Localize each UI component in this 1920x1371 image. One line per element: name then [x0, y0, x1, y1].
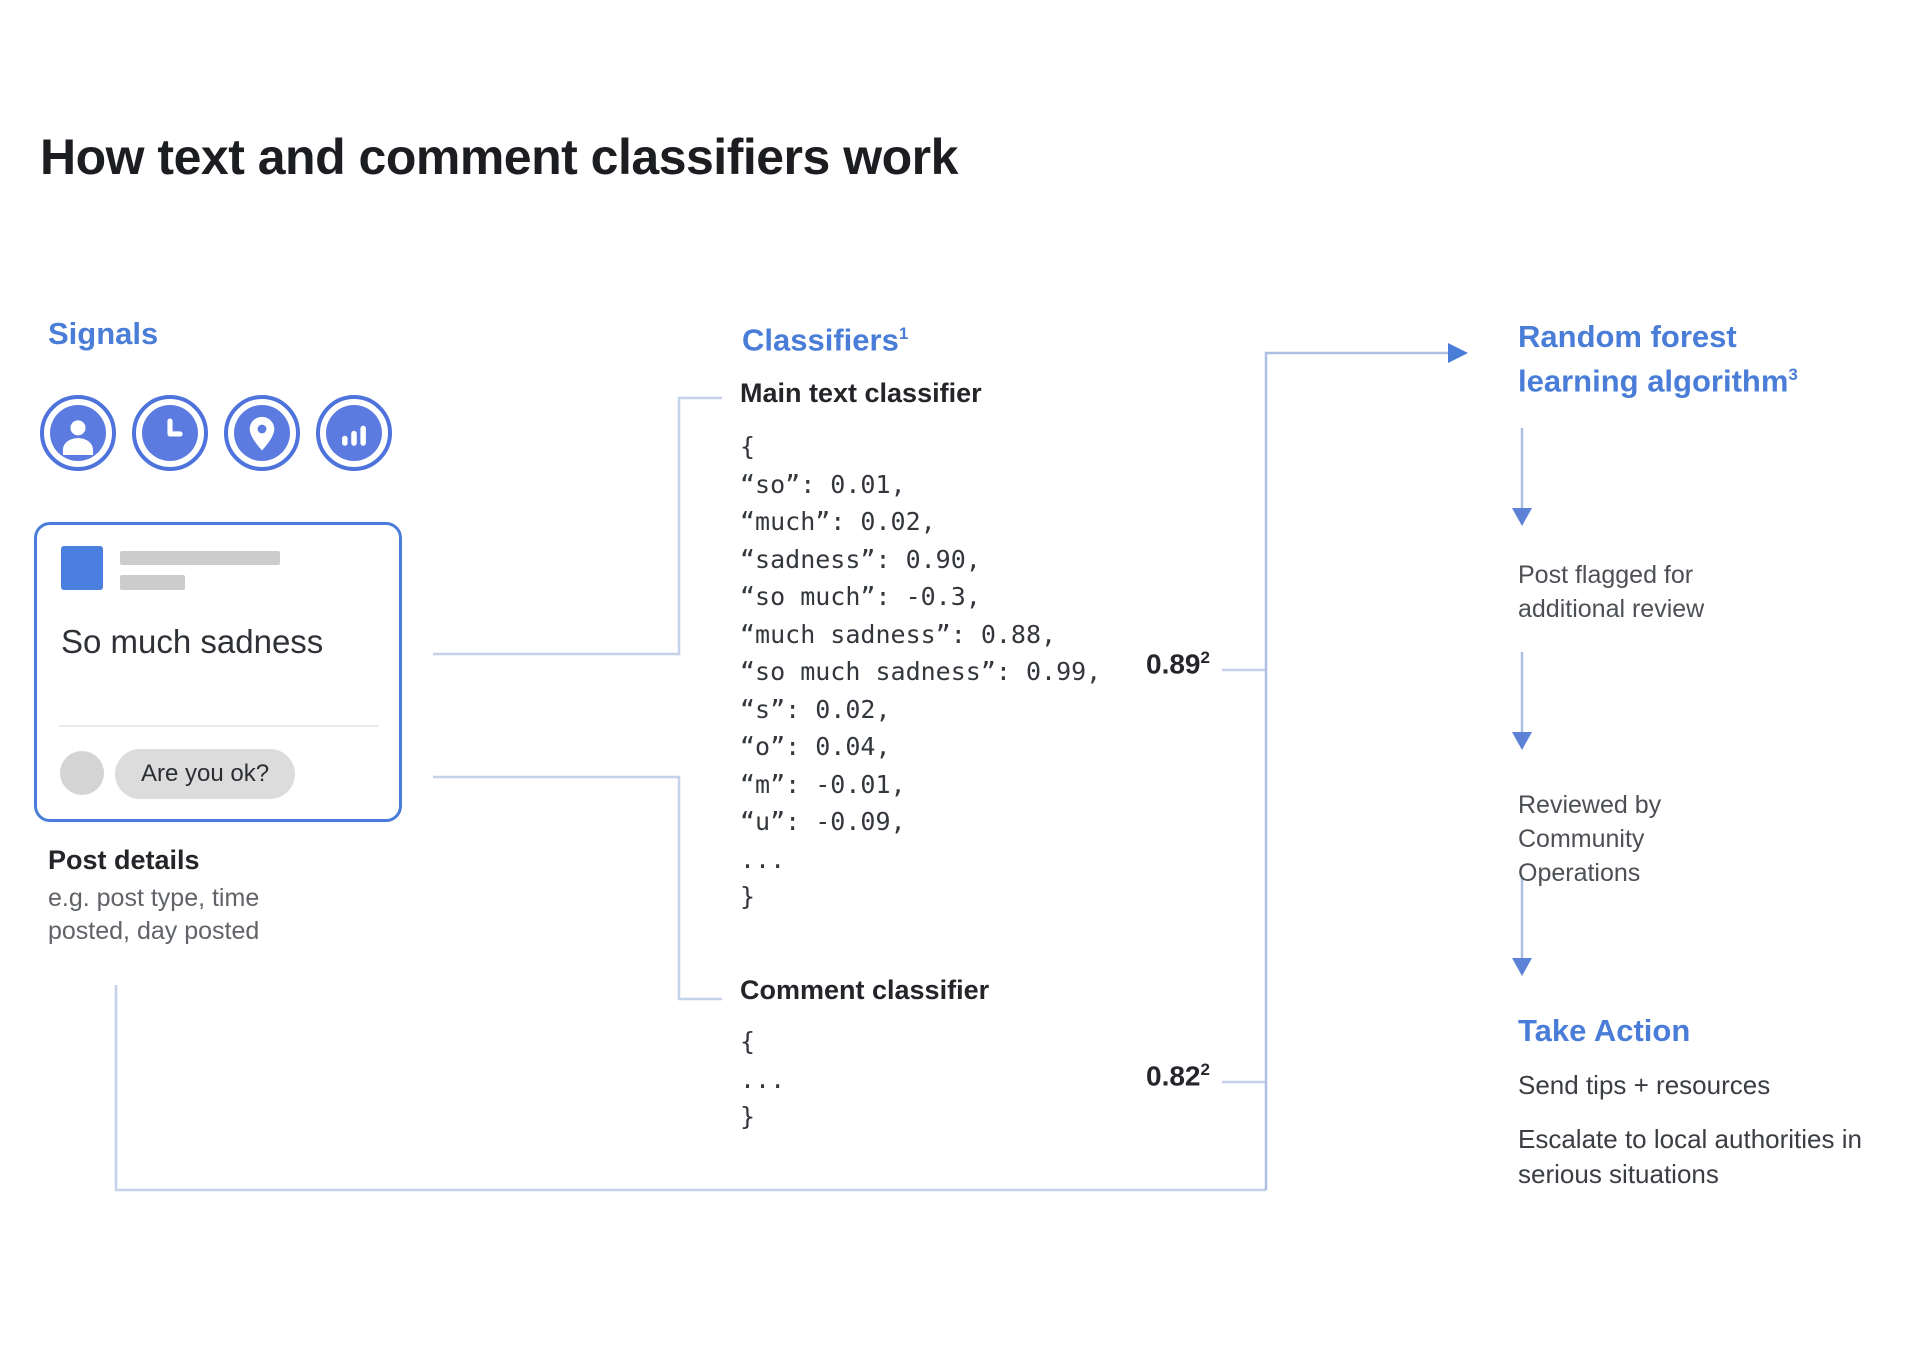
- step-post-flagged: Post flagged for additional review: [1518, 561, 1705, 623]
- random-forest-heading-text: Random forest learning algorithm: [1518, 319, 1789, 399]
- comment-bubble: Are you ok?: [115, 749, 296, 799]
- arrowhead-down-icon: [1512, 732, 1532, 750]
- page-title: How text and comment classifiers work: [40, 129, 958, 185]
- arrowhead-down-icon: [1512, 958, 1532, 976]
- user-icon: [40, 395, 116, 471]
- comment-classifier-code: { ... }: [740, 1027, 786, 1131]
- step-reviewed-by: Reviewed by Community Operations: [1518, 791, 1662, 887]
- main-score-value: 0.89: [1146, 648, 1201, 680]
- comment-classifier-title: Comment classifier: [740, 975, 990, 1005]
- name-placeholder-bar: [120, 551, 280, 565]
- classifiers-heading: Classifiers1: [742, 315, 908, 359]
- meta-placeholder-bar: [120, 575, 185, 590]
- comment-avatar: [60, 751, 104, 795]
- signal-bars-icon: [316, 395, 392, 471]
- connector-post-details: [114, 985, 1266, 1192]
- signals-heading: Signals: [48, 316, 159, 351]
- connector-post-to-main-classifier: [433, 396, 722, 656]
- random-forest-heading: Random forest learning algorithm3: [1518, 318, 1838, 400]
- comment-score-value: 0.82: [1146, 1060, 1201, 1092]
- signal-icons-row: [40, 395, 392, 471]
- action-send-tips: Send tips + resources: [1518, 1070, 1771, 1100]
- post-details-description: e.g. post type, time posted, day posted: [48, 884, 260, 945]
- location-icon: [224, 395, 300, 471]
- post-details-heading: Post details: [48, 845, 200, 875]
- clock-icon: [132, 395, 208, 471]
- comment-classifier-score: 0.822: [1146, 1060, 1210, 1092]
- connector-comment-to-comment-classifier: [433, 775, 722, 1001]
- arrowhead-down-icon: [1512, 508, 1532, 526]
- classifiers-heading-text: Classifiers: [742, 322, 899, 358]
- connector-to-random-forest: [1264, 351, 1450, 1190]
- random-forest-footnote-marker: 3: [1788, 365, 1798, 384]
- arrowhead-right-icon: [1448, 343, 1468, 363]
- classifiers-footnote-marker: 1: [898, 324, 909, 343]
- comment-score-footnote-marker: 2: [1200, 1060, 1210, 1079]
- action-escalate: Escalate to local authorities in serious…: [1518, 1124, 1862, 1189]
- main-classifier-score: 0.892: [1146, 648, 1210, 680]
- main-text-classifier-title: Main text classifier: [740, 378, 982, 408]
- main-score-footnote-marker: 2: [1200, 648, 1210, 667]
- avatar: [61, 546, 103, 590]
- post-card: So much sadness Are you ok?: [34, 522, 402, 822]
- main-text-classifier-code: { “so”: 0.01, “much”: 0.02, “sadness”: 0…: [740, 432, 1102, 911]
- card-divider: [59, 725, 379, 727]
- take-action-heading: Take Action: [1518, 1013, 1691, 1048]
- post-text: So much sadness: [61, 623, 324, 660]
